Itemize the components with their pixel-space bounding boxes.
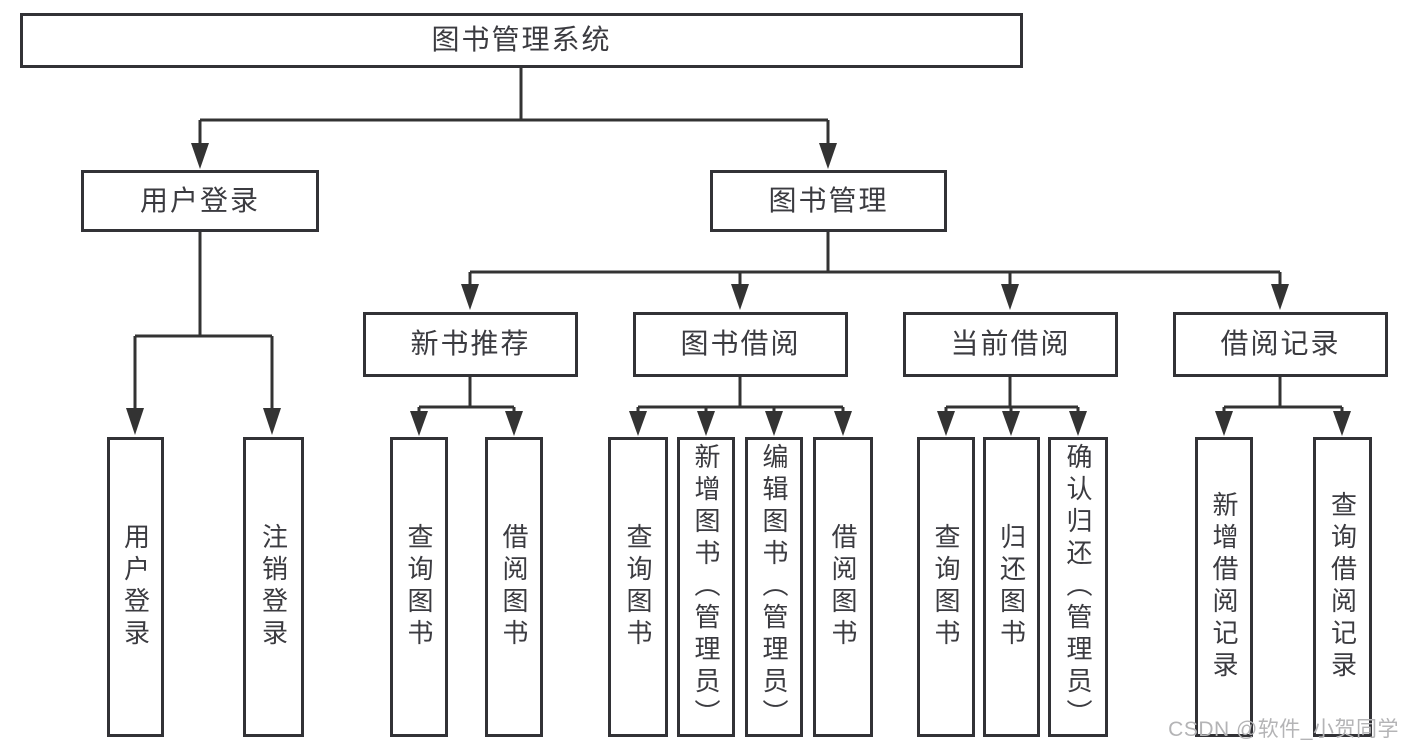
- leaf-add-books-admin: 新增图书（管理员）: [677, 437, 735, 737]
- leaf-user-login: 用户登录: [107, 437, 164, 737]
- leaf-edit-books-admin: 编辑图书（管理员）: [745, 437, 803, 737]
- leaf-return-books: 归还图书: [983, 437, 1040, 737]
- node-label: 图书管理系统: [431, 24, 612, 56]
- node-label: 用户登录: [120, 523, 151, 651]
- node-label: 当前借阅: [950, 328, 1071, 360]
- node-label: 查询图书: [404, 523, 434, 651]
- node-label: 借阅图书: [499, 523, 529, 651]
- leaf-query-borrow-record: 查询借阅记录: [1313, 437, 1372, 737]
- node-label: 用户登录: [139, 184, 260, 216]
- node-new-book-recommend: 新书推荐: [363, 312, 578, 377]
- leaf-query-books-current: 查询图书: [917, 437, 975, 737]
- leaf-query-books-borrow: 查询图书: [608, 437, 668, 737]
- csdn-watermark: CSDN @软件_小贺同学: [1168, 718, 1399, 741]
- node-label: 新增图书（管理员）: [691, 443, 721, 731]
- node-label: 查询图书: [623, 523, 653, 651]
- node-label: 查询借阅记录: [1327, 491, 1358, 683]
- node-label: 归还图书: [996, 523, 1027, 651]
- node-label: 新书推荐: [410, 328, 531, 360]
- leaf-logout: 注销登录: [243, 437, 304, 737]
- node-label: 注销登录: [258, 523, 289, 651]
- node-root-library-system: 图书管理系统: [20, 13, 1023, 68]
- node-user-login: 用户登录: [81, 170, 319, 232]
- node-label: 图书借阅: [680, 328, 801, 360]
- leaf-borrow-books-recommend: 借阅图书: [485, 437, 543, 737]
- leaf-query-books-recommend: 查询图书: [390, 437, 448, 737]
- leaf-confirm-return-admin: 确认归还（管理员）: [1048, 437, 1108, 737]
- node-book-management: 图书管理: [710, 170, 947, 232]
- node-book-borrowing: 图书借阅: [633, 312, 848, 377]
- node-label: 新增借阅记录: [1209, 491, 1239, 683]
- leaf-borrow-books: 借阅图书: [813, 437, 873, 737]
- node-label: 借阅记录: [1220, 328, 1341, 360]
- node-label: 借阅图书: [828, 523, 858, 651]
- node-label: 图书管理: [768, 184, 889, 216]
- node-label: 确认归还（管理员）: [1063, 443, 1093, 731]
- node-label: 查询图书: [931, 523, 961, 651]
- node-borrowing-records: 借阅记录: [1173, 312, 1388, 377]
- node-label: 编辑图书（管理员）: [759, 443, 789, 731]
- leaf-add-borrow-record: 新增借阅记录: [1195, 437, 1253, 737]
- arrowheads: [126, 143, 1351, 436]
- node-current-borrowing: 当前借阅: [903, 312, 1118, 377]
